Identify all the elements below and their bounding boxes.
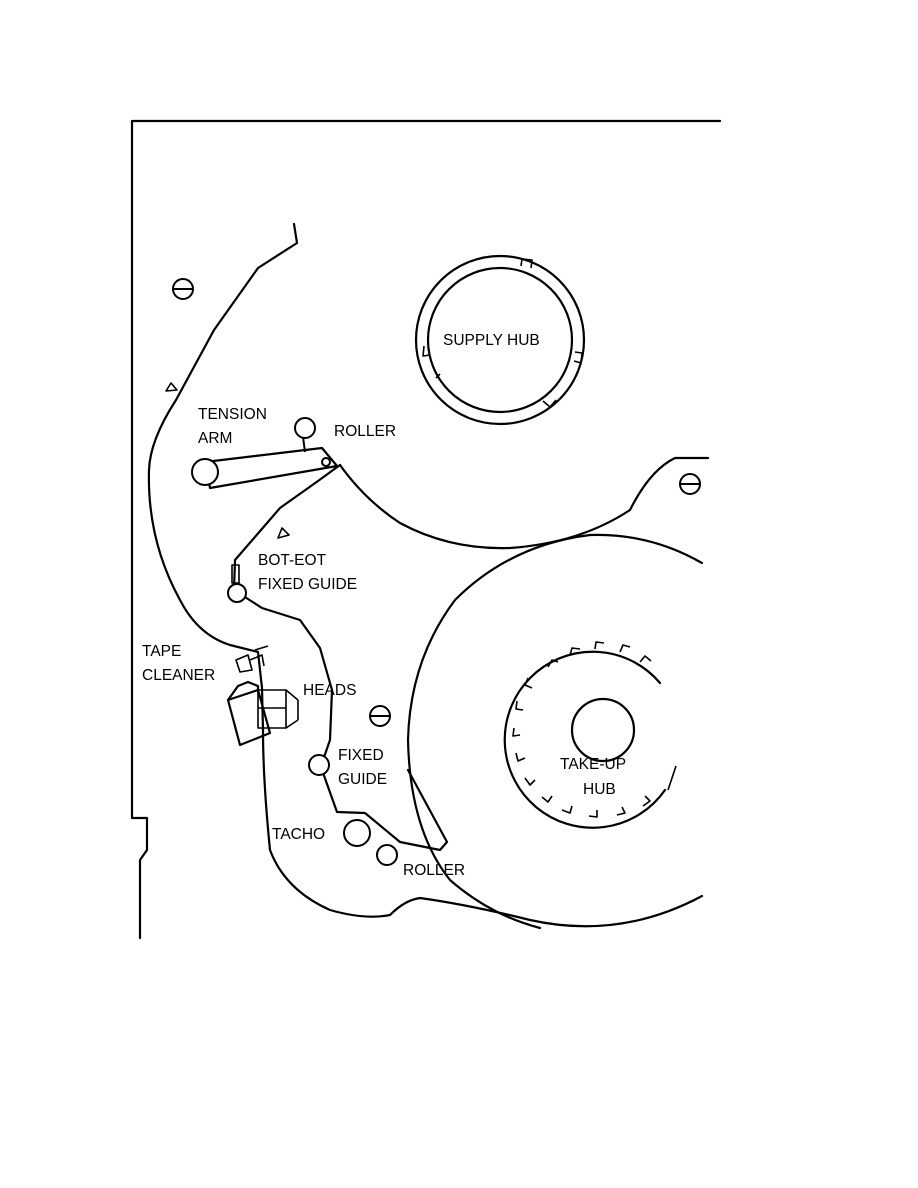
label-fixed-guide-line1: FIXED <box>338 747 384 764</box>
tape-cleaner <box>235 645 269 673</box>
screw-icon <box>679 473 701 495</box>
frame-outline <box>130 119 722 940</box>
deck-outline <box>147 222 704 928</box>
label-bot-eot-line2: FIXED GUIDE <box>258 576 357 593</box>
label-tape-cleaner-line1: TAPE <box>142 643 181 660</box>
label-takeup-hub-line1: TAKE-UP <box>560 756 626 773</box>
label-supply-hub: SUPPLY HUB <box>443 332 540 349</box>
label-heads: HEADS <box>303 682 356 699</box>
label-tension-arm-line1: TENSION <box>198 406 267 423</box>
fixed-guide <box>308 754 330 776</box>
label-roller-top: ROLLER <box>334 423 396 440</box>
label-fixed-guide-line2: GUIDE <box>338 771 387 788</box>
label-tacho: TACHO <box>272 826 325 843</box>
label-tension-arm-line2: ARM <box>198 430 232 447</box>
tacho <box>343 819 371 847</box>
head-plate <box>232 463 342 765</box>
bot-eot-fixed-guide <box>227 564 247 603</box>
takeup-hub <box>503 641 677 829</box>
label-bot-eot-line1: BOT-EOT <box>258 552 327 569</box>
supply-hub <box>414 254 586 426</box>
tape-path-upper <box>338 456 710 550</box>
alignment-pin <box>165 382 178 392</box>
takeup-reel <box>406 533 704 930</box>
screw-icon <box>369 705 391 727</box>
tension-arm <box>191 436 339 490</box>
roller-top <box>294 417 316 439</box>
screw-icon <box>172 278 194 300</box>
head-plate-lower <box>320 768 449 852</box>
label-roller-bottom: ROLLER <box>403 862 465 879</box>
label-tape-cleaner-line2: CLEANER <box>142 667 215 684</box>
roller-bottom <box>376 844 398 866</box>
heads <box>226 680 299 747</box>
alignment-pin <box>277 527 290 539</box>
label-takeup-hub-line2: HUB <box>583 781 616 798</box>
